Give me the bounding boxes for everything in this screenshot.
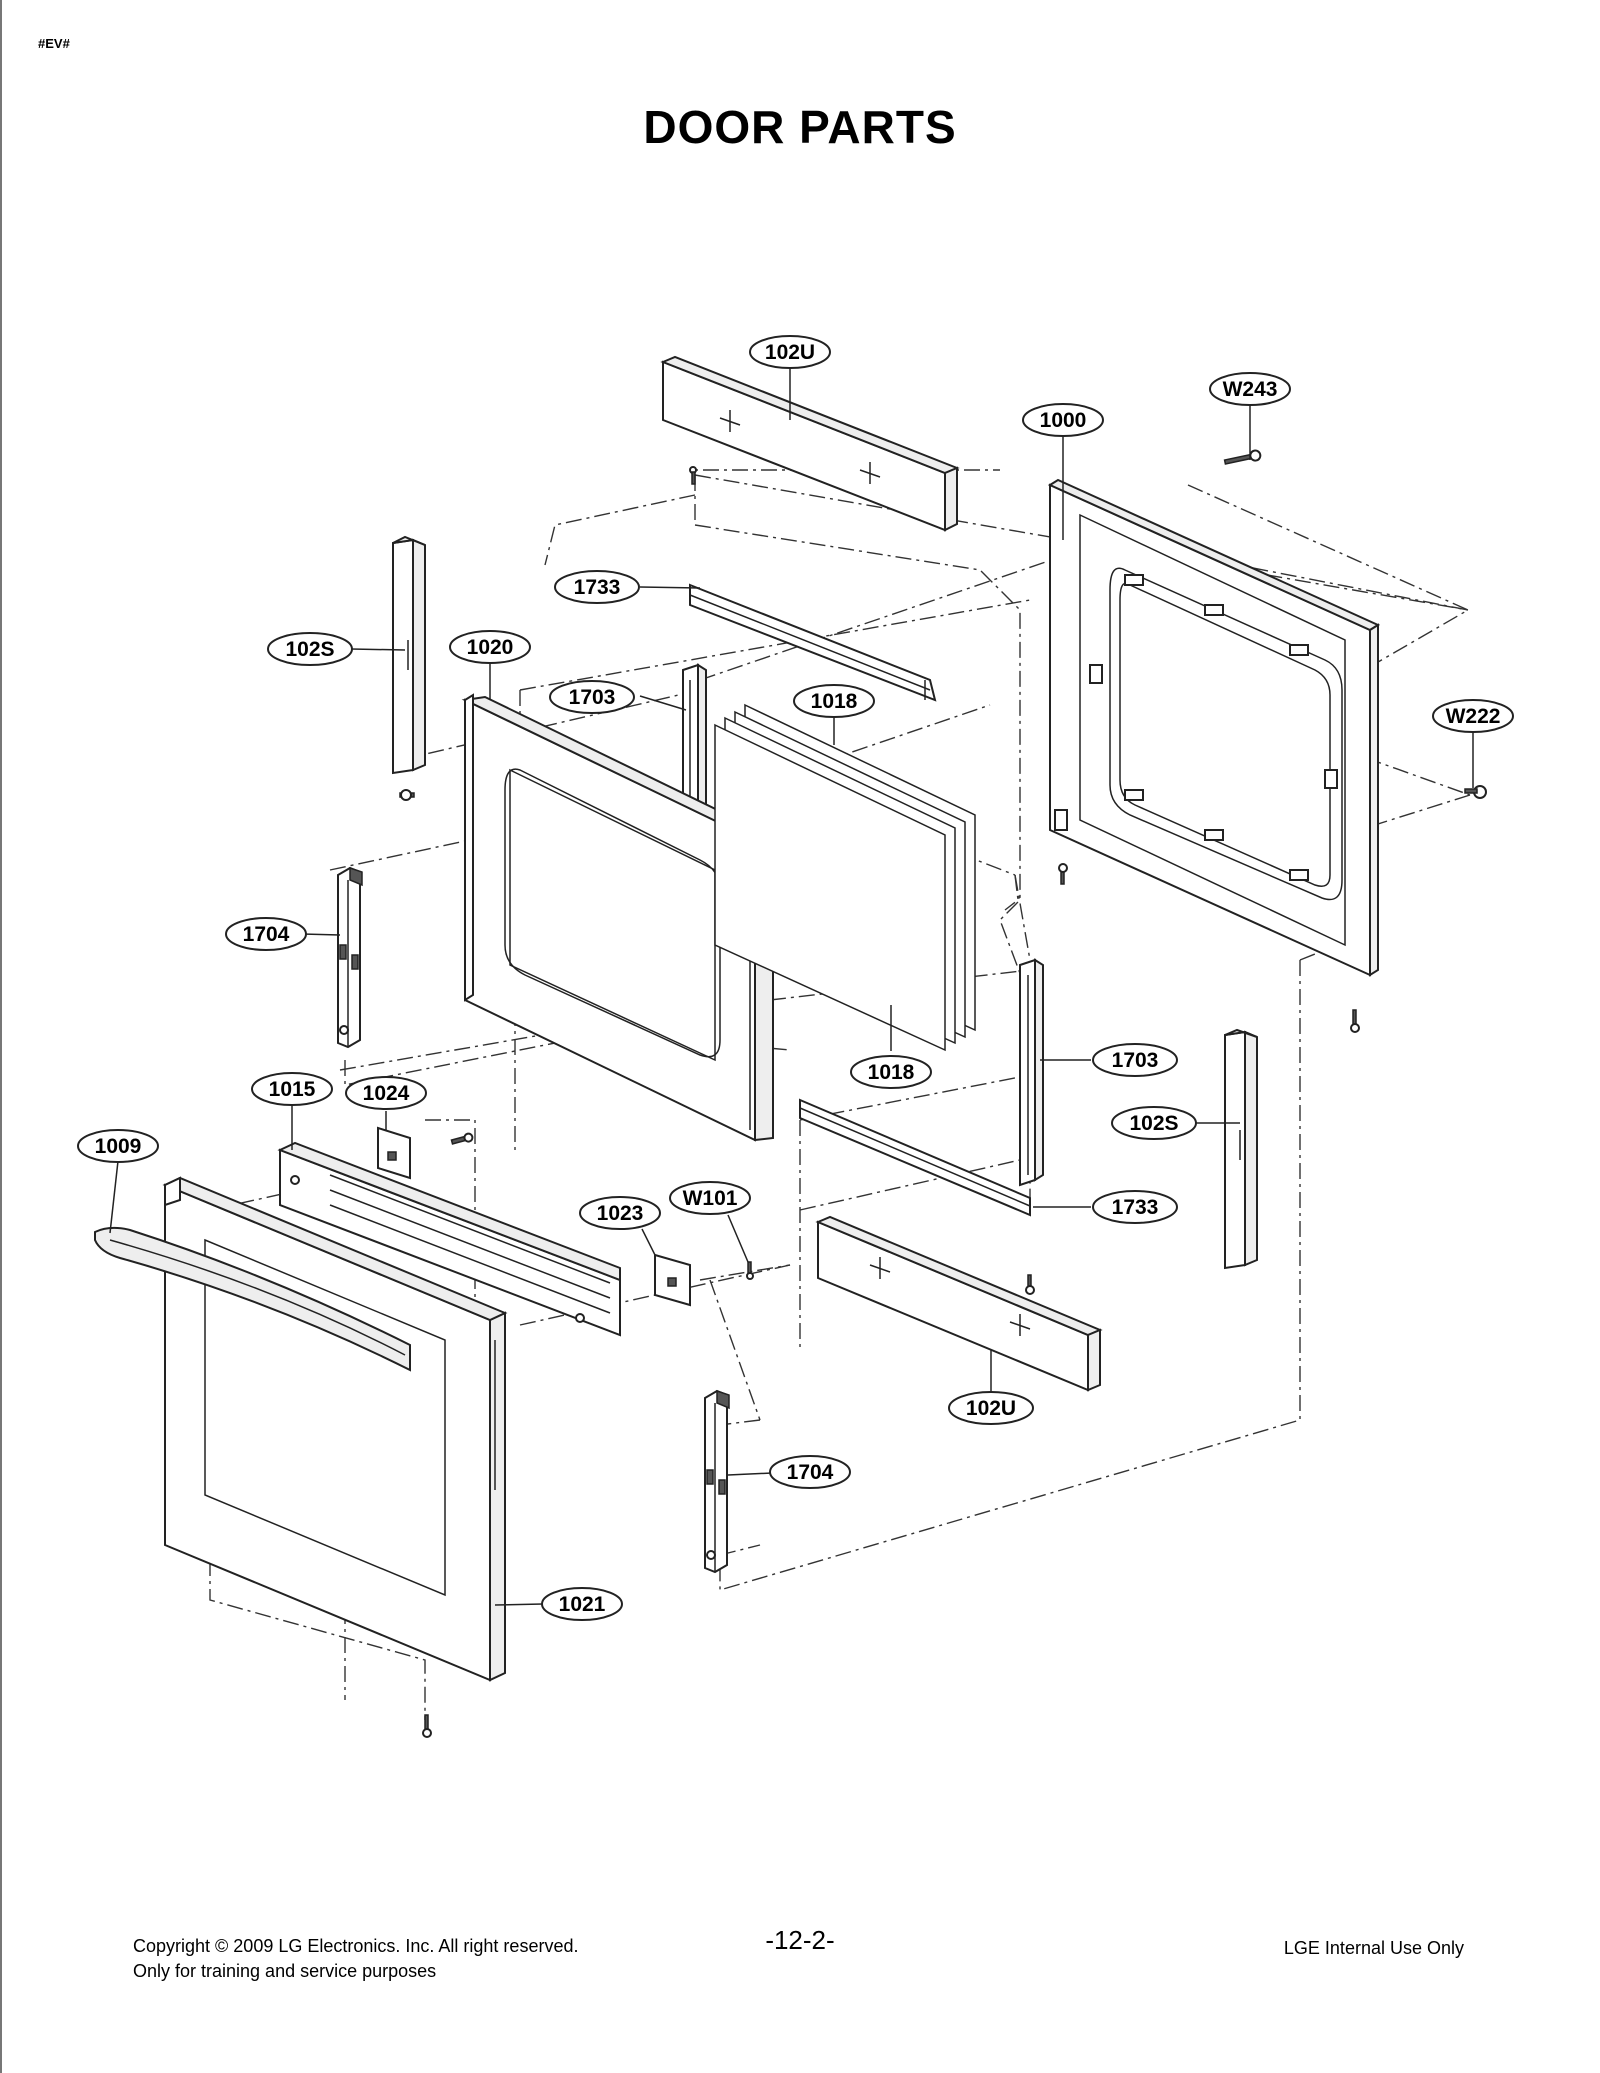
screw-left-102s <box>399 789 415 801</box>
svg-text:1018: 1018 <box>811 690 858 713</box>
callout-w243: W243 <box>1209 372 1291 406</box>
callout-1020: 1020 <box>449 630 531 664</box>
part-1020-inner-door <box>461 693 777 1142</box>
part-1704-bottom-hinge <box>704 1389 730 1574</box>
svg-text:1733: 1733 <box>1112 1196 1159 1219</box>
screw-w101 <box>746 1261 754 1280</box>
callout-1009: 1009 <box>77 1129 159 1163</box>
svg-text:1009: 1009 <box>95 1135 142 1158</box>
svg-text:1703: 1703 <box>1112 1049 1159 1072</box>
svg-text:1703: 1703 <box>569 686 616 709</box>
svg-text:1015: 1015 <box>269 1078 316 1101</box>
part-1733-top <box>689 583 937 702</box>
part-102u-bottom <box>815 1215 1103 1392</box>
svg-text:1704: 1704 <box>787 1461 834 1484</box>
callout-102u-bottom: 102U <box>948 1391 1034 1425</box>
svg-text:1018: 1018 <box>868 1061 915 1084</box>
callout-1023: 1023 <box>579 1196 661 1230</box>
callout-1000: 1000 <box>1022 403 1104 437</box>
page-title: DOOR PARTS <box>643 101 957 153</box>
callout-1018-bottom: 1018 <box>850 1055 932 1089</box>
svg-text:W243: W243 <box>1223 378 1278 401</box>
svg-text:1021: 1021 <box>559 1593 606 1616</box>
callout-1015: 1015 <box>251 1072 333 1106</box>
callout-1021: 1021 <box>541 1587 623 1621</box>
callout-1733-bottom: 1733 <box>1092 1190 1178 1224</box>
part-1021-outer-door <box>162 1176 508 1682</box>
footer-internal-use: LGE Internal Use Only <box>1283 1938 1464 1958</box>
part-1023-bracket <box>654 1253 691 1307</box>
part-1018-glass <box>714 703 976 1052</box>
svg-text:1020: 1020 <box>467 636 514 659</box>
part-102s-right <box>1224 1028 1258 1270</box>
callout-1018-top: 1018 <box>793 684 875 718</box>
part-1733-bottom <box>799 1098 1031 1217</box>
footer-copyright: Copyright © 2009 LG Electronics. Inc. Al… <box>133 1936 579 1956</box>
svg-text:W222: W222 <box>1446 705 1501 728</box>
screw-1021-bottom <box>422 1714 432 1738</box>
part-102s-left <box>392 535 426 775</box>
document-code: #EV# <box>38 36 70 51</box>
callout-1024: 1024 <box>345 1076 427 1110</box>
part-1703-right <box>1019 958 1044 1187</box>
screw-w222 <box>1464 785 1487 799</box>
screw-1000-bottom-left <box>1058 863 1068 885</box>
callout-w222: W222 <box>1432 699 1514 733</box>
svg-text:1733: 1733 <box>574 576 621 599</box>
part-1704-left-hinge <box>337 866 363 1049</box>
screw-1000-bottom-right <box>1350 1009 1360 1033</box>
svg-text:102S: 102S <box>1129 1112 1178 1135</box>
svg-text:W101: W101 <box>683 1187 738 1210</box>
callout-w101: W101 <box>669 1181 751 1215</box>
screw-top-102u <box>689 466 697 485</box>
svg-text:1000: 1000 <box>1040 409 1087 432</box>
callout-102u-top: 102U <box>749 335 831 369</box>
screw-1024 <box>450 1132 474 1145</box>
footer-training-note: Only for training and service purposes <box>133 1961 437 1981</box>
part-1000-frame <box>1047 478 1381 977</box>
callout-102s-right: 102S <box>1111 1106 1197 1140</box>
callout-1703-right: 1703 <box>1092 1043 1178 1077</box>
screws <box>399 449 1487 1738</box>
svg-text:1024: 1024 <box>363 1082 410 1105</box>
svg-text:1023: 1023 <box>597 1202 644 1225</box>
svg-text:102U: 102U <box>966 1397 1016 1420</box>
svg-text:102U: 102U <box>765 341 815 364</box>
screw-w243 <box>1223 449 1262 465</box>
page-number: -12-2- <box>765 1925 835 1955</box>
part-1009-handle <box>94 1226 411 1372</box>
callout-1703-left: 1703 <box>549 680 635 714</box>
callout-1733-top: 1733 <box>554 570 640 604</box>
svg-text:102S: 102S <box>285 638 334 661</box>
page-left-edge <box>0 0 2 2073</box>
callout-1704-left: 1704 <box>225 917 307 951</box>
svg-text:1704: 1704 <box>243 923 290 946</box>
callout-102s-left: 102S <box>267 632 353 666</box>
part-1015-vent <box>277 1141 621 1337</box>
part-1024-bracket <box>377 1126 411 1180</box>
callout-1704-bottom: 1704 <box>769 1455 851 1489</box>
screw-1733-bottom <box>1025 1274 1035 1295</box>
part-102u-top <box>660 355 960 532</box>
